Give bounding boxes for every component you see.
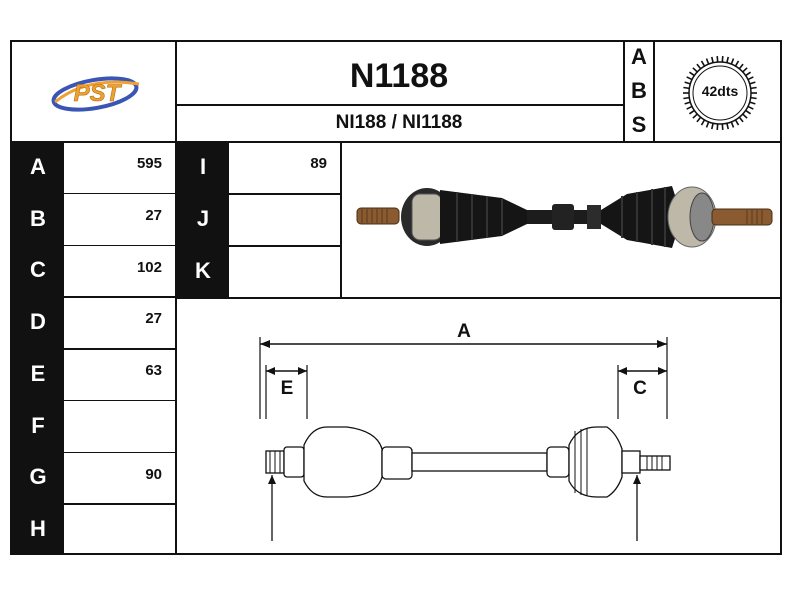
logo-text: PST (74, 80, 123, 107)
spec-sheet: PST N1188 NI188 / NI1188 A B S 42dts A 59… (10, 40, 782, 577)
spec-label-a: A (12, 141, 64, 193)
spec-label-k: K (177, 245, 229, 297)
spec-value-g: 90 (145, 465, 162, 483)
spec-label-i: I (177, 141, 229, 193)
drive-shaft-photo (352, 172, 777, 267)
dim-label-a: A (457, 321, 471, 342)
spec-value-b: 27 (145, 206, 162, 224)
gear-teeth-label: 42dts (701, 83, 739, 99)
abs-letter-s: S (631, 112, 647, 137)
spec-value-d: 27 (145, 310, 162, 328)
spec-label-e: E (12, 348, 64, 400)
abs-letter-b: B (631, 78, 647, 103)
spec-value-e: 63 (145, 362, 162, 379)
alt-part-numbers: NI188 / NI1188 (335, 112, 463, 133)
spec-label-d: D (12, 296, 64, 348)
brand-logo: PST (47, 66, 147, 121)
spec-label-g: G (12, 451, 64, 504)
dim-label-e: E (281, 378, 294, 399)
abs-gear-icon: 42dts (677, 50, 763, 136)
spec-value-c: 102 (136, 258, 162, 276)
logo-swoosh: PST (51, 76, 140, 112)
spec-label-c: C (12, 244, 64, 297)
spec-value-i: 89 (310, 155, 327, 172)
spec-label-j: J (177, 193, 229, 245)
abs-indicator: A B S (625, 44, 653, 140)
spec-label-h: H (12, 503, 64, 555)
spec-label-b: B (12, 192, 64, 245)
dimension-diagram: A E C (177, 299, 782, 577)
abs-letter-a: A (631, 44, 647, 69)
dim-label-c: C (633, 378, 647, 399)
spec-value-a: 595 (136, 155, 162, 172)
part-number-title: N1188 (349, 57, 449, 95)
spec-label-f: F (12, 399, 64, 452)
